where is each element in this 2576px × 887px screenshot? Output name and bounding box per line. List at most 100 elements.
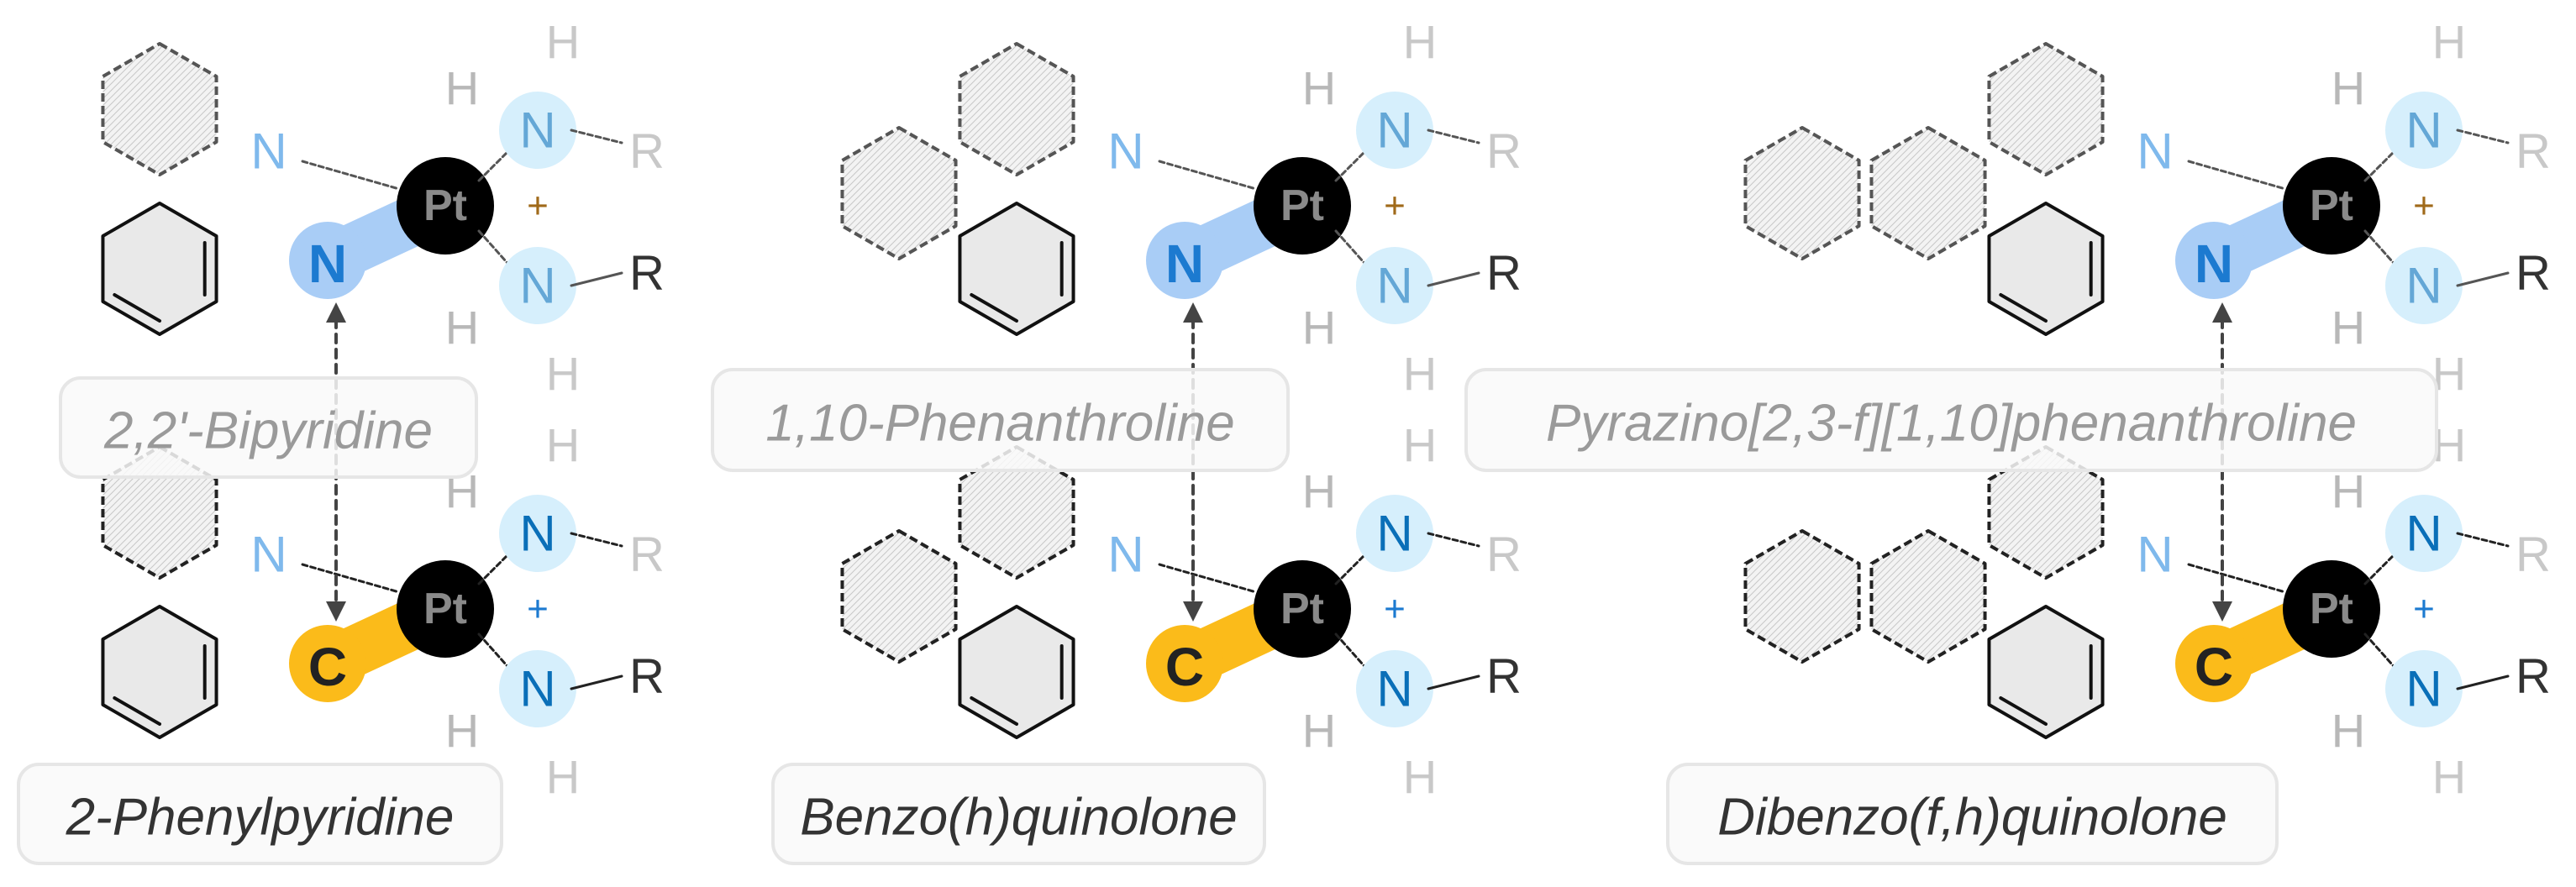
pyridine-ring [101, 445, 218, 580]
amine-highlight [499, 650, 576, 727]
ring-nitrogen-label: N [250, 527, 287, 583]
donor-atom-label: N [1165, 234, 1204, 294]
hydrogen-label: H [1403, 751, 1437, 804]
fused-ring-outer [1743, 126, 1861, 260]
platinum-label: Pt [2310, 181, 2353, 230]
amine-highlight [1356, 495, 1433, 572]
lower-ring [958, 202, 1075, 336]
charge-label: + [2413, 186, 2435, 227]
amine-nitrogen-label: N [2405, 102, 2442, 159]
caption-box [771, 763, 1266, 865]
platinum-label: Pt [2310, 585, 2353, 633]
ligand-name: Dibenzo(f,h)quinolone [1717, 789, 2227, 847]
donor-highlight [289, 222, 366, 299]
donor-atom-label: C [2195, 637, 2233, 697]
lower-ring [1987, 605, 2105, 739]
charge-label: + [1384, 589, 1406, 630]
donor-highlight [2175, 625, 2253, 702]
hydrogen-label: H [546, 348, 580, 401]
ligand-name: 2-Phenylpyridine [66, 789, 455, 847]
platinum-label: Pt [1280, 585, 1324, 633]
caption-box [17, 763, 503, 865]
hydrogen-label: H [1302, 62, 1336, 115]
substituent-label: R [629, 649, 665, 704]
donor-atom-label: C [1165, 637, 1204, 697]
donor-atom-label: C [308, 637, 347, 697]
donor-highlight [1146, 625, 1223, 702]
n-r-bond [2456, 271, 2510, 287]
ligand-name: Pyrazino[2,3-f][1,10]phenanthroline [1546, 395, 2357, 453]
n-r-bond [570, 271, 623, 287]
hydrogen-label: H [1302, 302, 1336, 354]
substituent-label: R [1486, 246, 1522, 301]
pyridine-ring [958, 42, 1075, 176]
amine-highlight [1356, 92, 1433, 169]
ligand-name: 1,10-Phenanthroline [765, 395, 1234, 453]
n-r-bond [2456, 674, 2510, 690]
substituent-label: R [629, 124, 665, 179]
amine-highlight [1356, 650, 1433, 727]
ring-nitrogen-label: N [1107, 123, 1143, 180]
platinum-label: Pt [423, 181, 467, 230]
ligand-name: 2,2'-Bipyridine [103, 402, 433, 460]
n-r-bond [1427, 271, 1480, 287]
lower-ring [101, 202, 218, 336]
dative-bond [301, 563, 401, 594]
hydrogen-label: H [1302, 465, 1336, 518]
hydrogen-label: H [445, 705, 479, 758]
substituent-label: R [1486, 649, 1522, 704]
amine-nitrogen-label: N [519, 506, 555, 562]
hydrogen-label: H [1403, 16, 1437, 69]
fused-ring [1869, 126, 1987, 260]
donor-atom-label: N [308, 234, 347, 294]
amine-nitrogen-label: N [1376, 258, 1412, 314]
caption-box [711, 368, 1290, 472]
amine-nitrogen-label: N [519, 661, 555, 717]
ring-nitrogen-label: N [1107, 527, 1143, 583]
arrowhead-down-icon [326, 601, 346, 622]
arrowhead-down-icon [2212, 601, 2232, 622]
platinum-atom [2283, 560, 2380, 658]
hydrogen-label: H [1403, 419, 1437, 472]
amine-highlight [1356, 247, 1433, 324]
arrowhead-down-icon [1183, 601, 1203, 622]
amine-highlight [2385, 495, 2463, 572]
ring-nitrogen-label: N [250, 123, 287, 180]
amine-highlight [499, 495, 576, 572]
hydrogen-label: H [2332, 705, 2365, 758]
donor-highlight [2175, 222, 2253, 299]
lower-ring [1987, 202, 2105, 336]
charge-label: + [527, 186, 549, 227]
substituent-label: R [1486, 527, 1522, 582]
substituent-label: R [2516, 124, 2551, 179]
dative-bond [2187, 563, 2287, 594]
platinum-atom [397, 560, 494, 658]
dative-bond [301, 160, 401, 191]
n-r-bond [2456, 129, 2510, 144]
amine-nitrogen-label: N [2405, 661, 2442, 717]
donor-atom-label: N [2195, 234, 2233, 294]
donor-highlight [1146, 222, 1223, 299]
amine-highlight [2385, 650, 2463, 727]
double-bond [1999, 293, 2048, 323]
dative-bond [2187, 160, 2287, 191]
amine-highlight [499, 92, 576, 169]
platinum-atom [2283, 157, 2380, 255]
double-bond [1999, 696, 2048, 726]
caption-box [1666, 763, 2279, 865]
charge-label: + [2413, 589, 2435, 630]
double-bond [113, 696, 161, 726]
hydrogen-label: H [2332, 302, 2365, 354]
platinum-label: Pt [1280, 181, 1324, 230]
dative-bond [1158, 563, 1258, 594]
lower-ring [101, 605, 218, 739]
hydrogen-label: H [2432, 751, 2466, 804]
charge-label: + [1384, 186, 1406, 227]
substituent-label: R [2516, 246, 2551, 301]
n-r-bond [1427, 674, 1480, 690]
